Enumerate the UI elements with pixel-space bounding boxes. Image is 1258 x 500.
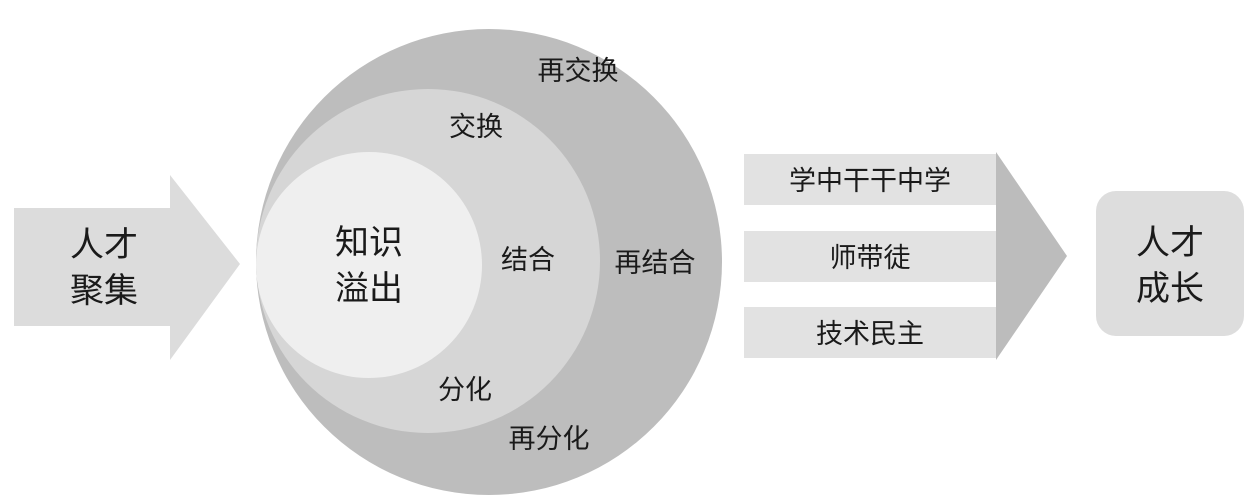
funnel-arrow-shape [996, 152, 1067, 360]
talent-gathering-line1: 人才 [70, 225, 138, 265]
channel-bar [744, 231, 996, 282]
talent-gathering-arrow-shape [14, 175, 240, 360]
knowledge-circles: 再交换 再结合 再分化 交换 结合 分化 知识 溢出 [256, 29, 722, 495]
talent-growth-line1: 人才 [1136, 223, 1204, 263]
talent-gathering-arrow: 人才 聚集 [14, 175, 240, 360]
channel-label: 学中干干中学 [789, 166, 951, 197]
exchange-label: 交换 [449, 112, 503, 143]
talent-growth-box-shape [1096, 191, 1244, 336]
channel-label: 师带徒 [830, 243, 911, 274]
combination-label: 结合 [501, 245, 555, 276]
re-exchange-label: 再交换 [538, 56, 619, 87]
channel-label: 技术民主 [816, 319, 924, 350]
talent-gathering-line2: 聚集 [70, 271, 138, 311]
channels-funnel: 学中干干中学 师带徒 技术民主 [744, 152, 1067, 360]
re-combination-label: 再结合 [615, 248, 696, 279]
inner-circle [256, 152, 482, 378]
channel-bar [744, 154, 996, 205]
knowledge-spillover-line1: 知识 [335, 223, 403, 263]
talent-growth-line2: 成长 [1136, 269, 1204, 309]
talent-growth-box: 人才 成长 [1096, 191, 1244, 336]
re-differentiation-label: 再分化 [509, 424, 590, 455]
knowledge-spillover-line2: 溢出 [335, 269, 403, 309]
channel-bar [744, 307, 996, 358]
differentiation-label: 分化 [438, 375, 492, 406]
